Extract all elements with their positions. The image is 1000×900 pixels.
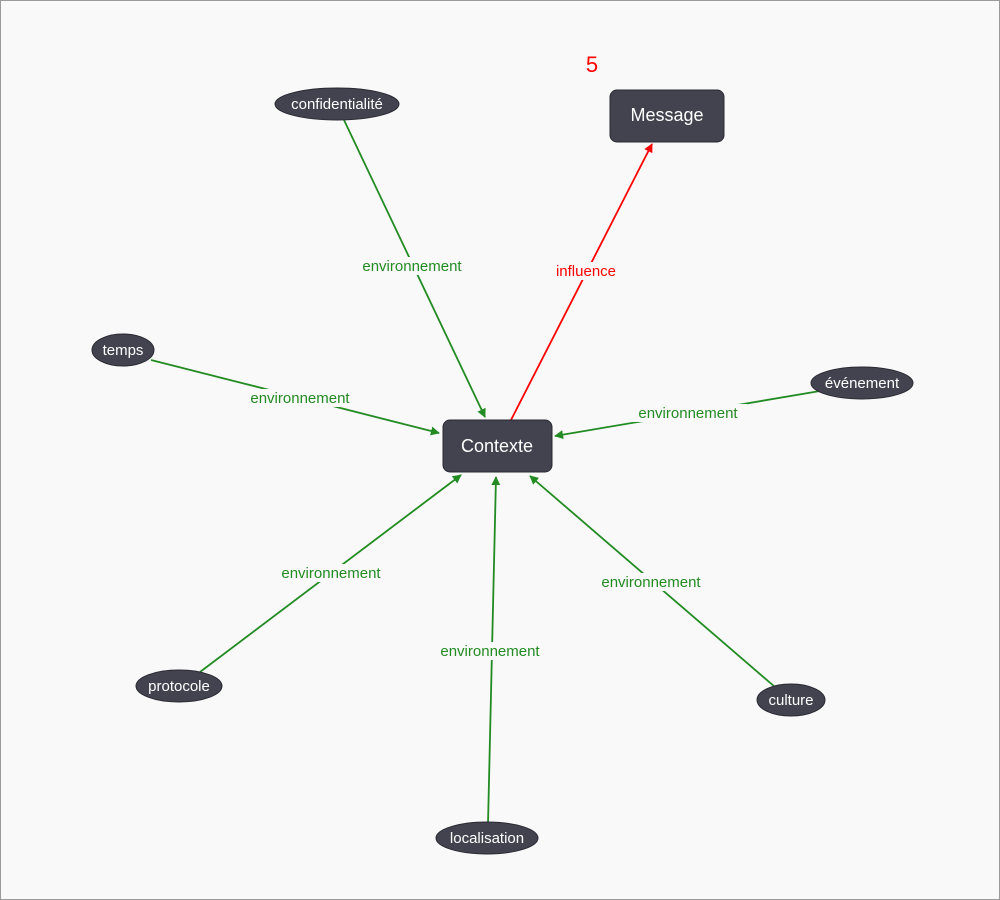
edge-labels: environnement environnement environnemen… — [241, 257, 747, 660]
node-culture[interactable]: culture — [756, 683, 826, 717]
node-contexte-label: Contexte — [461, 436, 533, 456]
node-evenement[interactable]: événement — [810, 366, 914, 400]
node-localisation-label: localisation — [450, 830, 524, 847]
edge-label-culture: environnement — [601, 574, 701, 591]
edge-label-influence: influence — [556, 263, 616, 280]
node-temps[interactable]: temps — [91, 333, 155, 367]
node-message[interactable]: Message — [609, 89, 725, 143]
node-evenement-label: événement — [825, 375, 900, 392]
edge-label-localisation: environnement — [440, 643, 540, 660]
node-localisation[interactable]: localisation — [435, 821, 539, 855]
node-contexte[interactable]: Contexte — [442, 419, 553, 473]
edge-label-evenement: environnement — [638, 405, 738, 422]
nodes: Contexte Message confidentialité temps é… — [91, 87, 914, 855]
edge-contexte-message[interactable] — [510, 143, 653, 421]
node-confidentialite[interactable]: confidentialité — [274, 87, 400, 121]
node-count-badge: 5 — [586, 52, 598, 77]
node-confidentialite-label: confidentialité — [291, 96, 383, 113]
node-culture-label: culture — [768, 692, 813, 709]
node-message-label: Message — [630, 105, 703, 125]
edge-label-confidentialite: environnement — [362, 258, 462, 275]
node-temps-label: temps — [103, 342, 144, 359]
node-protocole[interactable]: protocole — [135, 669, 223, 703]
node-protocole-label: protocole — [148, 678, 210, 695]
edge-label-protocole: environnement — [281, 565, 381, 582]
edge-label-temps: environnement — [250, 390, 350, 407]
